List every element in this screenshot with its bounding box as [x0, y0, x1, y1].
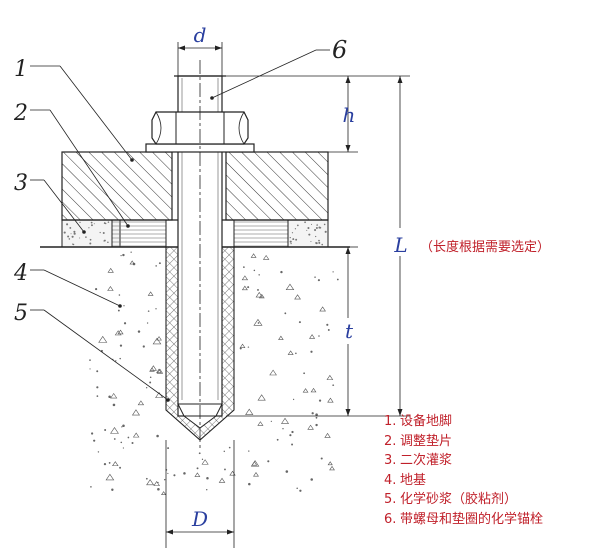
legend-item: 3.二次灌浆: [384, 451, 598, 471]
legend-item: 2.调整垫片: [384, 432, 598, 452]
dimension-d-label: d: [194, 23, 207, 47]
legend-item: 5.化学砂浆（胶粘剂）: [384, 490, 598, 510]
legend-item-text: 地基: [400, 472, 427, 488]
legend-item-number: 2.: [384, 433, 397, 449]
legend-item-number: 4.: [384, 472, 397, 488]
dimension-L: L: [226, 75, 411, 417]
callout-3: 3: [14, 171, 86, 234]
callout-5-label: 5: [14, 301, 28, 326]
hex-nut: [151, 111, 249, 145]
grout-layer: [61, 219, 329, 248]
legend-item-number: 5.: [384, 492, 397, 508]
length-note: （长度根据需要选定）: [420, 240, 551, 255]
dimension-D-label: D: [191, 507, 208, 531]
callout-4: 4: [13, 261, 122, 308]
adjusting-shims: [111, 219, 289, 248]
dimension-L-label: L: [393, 233, 407, 257]
legend-item: 4.地基: [384, 471, 598, 491]
legend-item: 1.设备地脚: [384, 412, 598, 432]
callout-1: 1: [14, 57, 134, 162]
callout-6-label: 6: [332, 36, 347, 64]
dimension-h: h: [226, 75, 358, 153]
legend-item-text: 带螺母和垫圈的化学锚栓: [400, 511, 544, 527]
legend: 1.设备地脚 2.调整垫片 3.二次灌浆 4.地基 5.化学砂浆（胶粘剂） 6.…: [384, 412, 598, 530]
callout-3-label: 3: [14, 171, 28, 196]
legend-item-text: 化学砂浆（胶粘剂）: [400, 492, 518, 508]
dimension-t-label: t: [345, 319, 354, 343]
legend-item-text: 设备地脚: [400, 414, 453, 429]
callout-5: 5: [14, 301, 170, 402]
callout-2-label: 2: [13, 101, 28, 126]
callout-6: 6: [210, 36, 347, 100]
legend-item-text: 调整垫片: [400, 433, 453, 449]
legend-item-number: 3.: [384, 453, 397, 469]
foundation-concrete: [89, 251, 339, 496]
dimension-D: D: [165, 440, 235, 548]
legend-item-number: 6.: [384, 511, 397, 527]
callout-4-label: 4: [13, 261, 28, 286]
legend-item: 6.带螺母和垫圈的化学锚栓: [384, 510, 598, 530]
callout-2: 2: [13, 101, 130, 228]
legend-item-text: 二次灌浆: [400, 453, 453, 469]
legend-item-number: 1.: [384, 414, 397, 429]
dimension-t: t: [340, 246, 358, 416]
dimension-d: d: [177, 23, 223, 76]
callout-1-label: 1: [14, 57, 28, 82]
dimension-h-label: h: [343, 103, 356, 127]
